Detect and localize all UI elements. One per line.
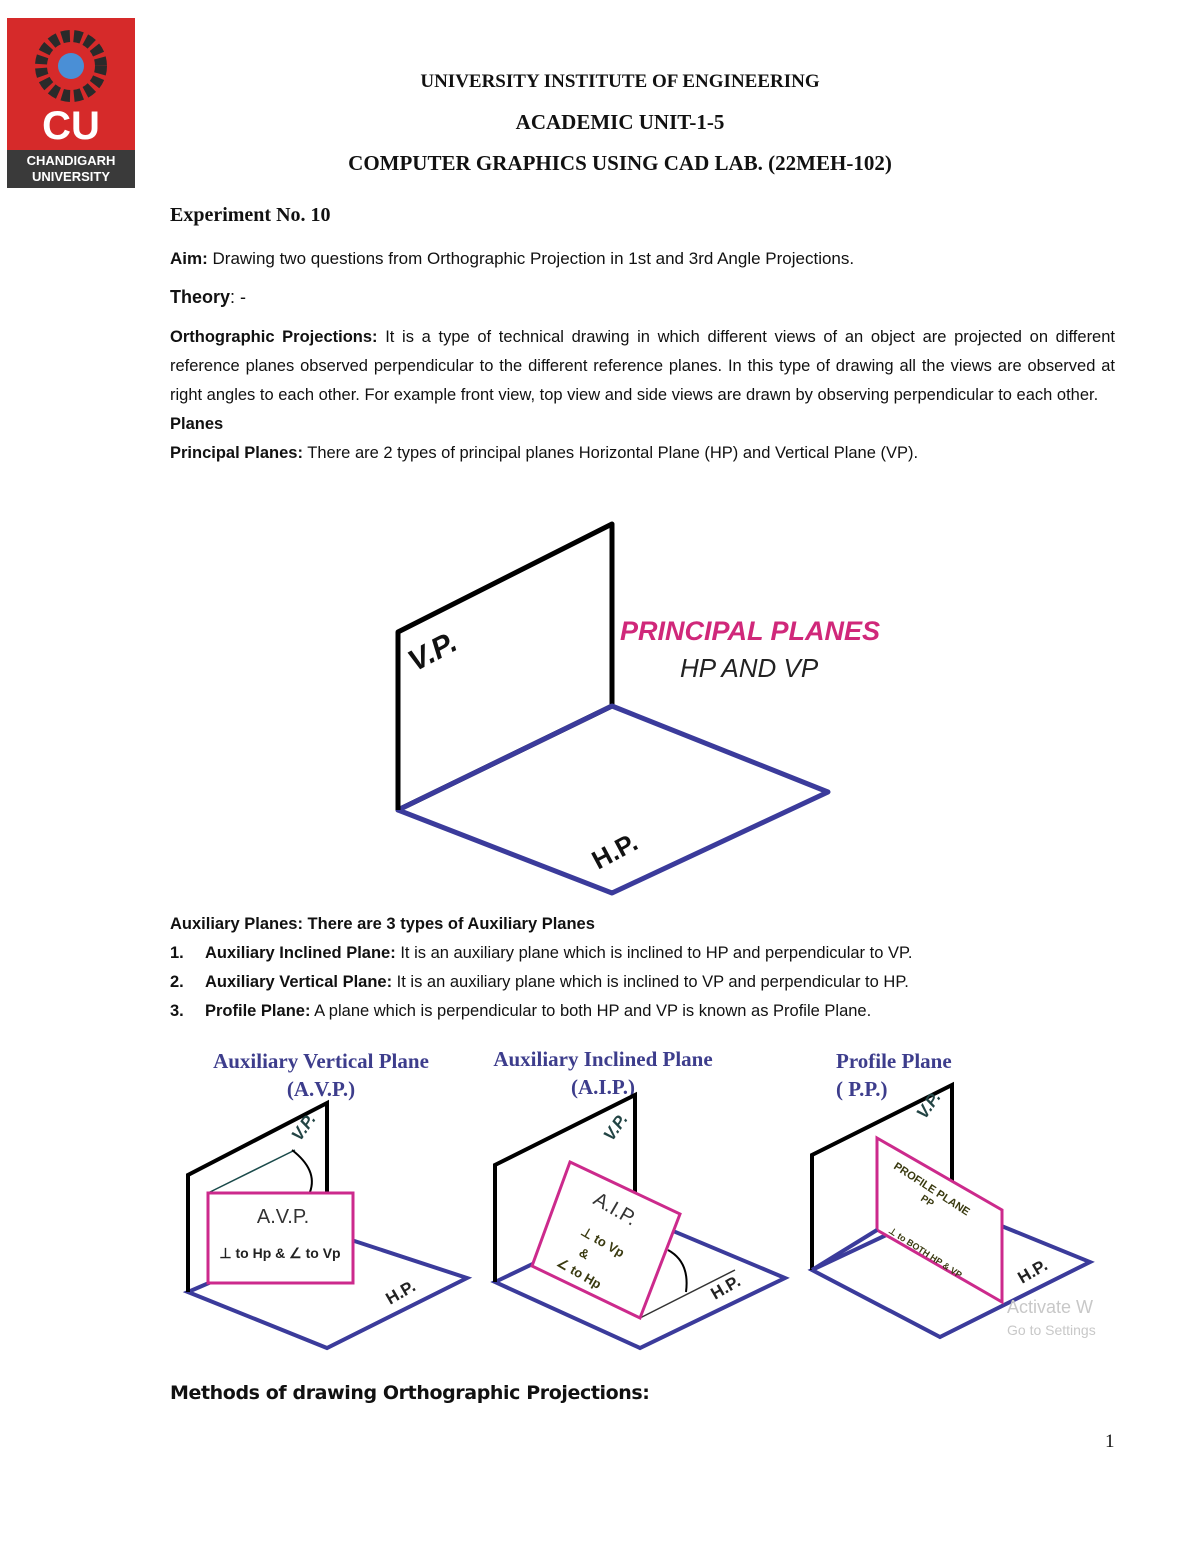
- course-heading: COMPUTER GRAPHICS USING CAD LAB. (22MEH-…: [348, 151, 892, 175]
- item-number: 1.: [170, 944, 184, 962]
- figure-line: [291, 1149, 313, 1193]
- figure-label: V.P.: [288, 1110, 320, 1144]
- pp-title-text: Profile Plane: [836, 1049, 952, 1073]
- methods-heading: Methods of drawing Orthographic Projecti…: [170, 1382, 650, 1404]
- figure-line: [58, 53, 84, 79]
- figure-line: [810, 1081, 954, 1270]
- planes-label: Planes: [170, 415, 224, 433]
- aim-text: Drawing two questions from Orthographic …: [207, 249, 855, 268]
- figure-line: [207, 1149, 296, 1194]
- page-number: 1: [1105, 1431, 1115, 1452]
- principal-text: There are 2 types of principal planes Ho…: [302, 444, 919, 462]
- avp-abbr: (A.V.P.): [286, 1077, 356, 1101]
- unit-heading: ACADEMIC UNIT-1-5: [515, 110, 725, 134]
- figure-label: V.P.: [600, 1110, 632, 1144]
- figure1-subtitle: HP AND VP: [680, 653, 819, 683]
- figure-line: [530, 1159, 682, 1321]
- figure-label: A.V.P.: [257, 1206, 309, 1228]
- orthographic-paragraph: Orthographic Projections: It is a type o…: [170, 323, 1115, 410]
- auxiliary-heading-text: Auxiliary Planes: There are 3 types of A…: [170, 915, 595, 933]
- principal-label: Principal Planes:: [170, 444, 303, 462]
- aim-paragraph: Aim: Drawing two questions from Orthogra…: [170, 244, 1115, 273]
- logo-name-line1: CHANDIGARH: [26, 153, 116, 168]
- horizontal-plane: [395, 703, 831, 896]
- logo-name-line2: UNIVERSITY: [31, 169, 110, 184]
- logo-emblem-icon: [35, 30, 107, 102]
- pp-title: Profile Plane ( P.P.): [836, 1047, 952, 1103]
- item-text: It is an auxiliary plane which is inclin…: [395, 944, 913, 962]
- item-text: A plane which is perpendicular to both H…: [310, 1002, 872, 1020]
- auxiliary-item: 1. Auxiliary Inclined Plane: It is an aux…: [170, 939, 1115, 968]
- logo-text: CU: [42, 104, 100, 148]
- figure-line: [667, 1249, 688, 1293]
- figure-line: [639, 1269, 736, 1319]
- experiment-title: Experiment No. 10: [170, 204, 331, 226]
- logo-band: CHANDIGARH UNIVERSITY: [7, 150, 135, 188]
- item-label: Auxiliary Inclined Plane:: [205, 944, 396, 962]
- auxiliary-heading: Auxiliary Planes: There are 3 types of A…: [170, 910, 1115, 939]
- theory-heading: Theory: -: [170, 283, 1115, 312]
- chandigarh-university-logo: CU CHANDIGARH UNIVERSITY: [7, 18, 135, 188]
- watermark-line1: Activate W: [1007, 1297, 1093, 1317]
- figure-line: [206, 1191, 355, 1285]
- figure1-title: PRINCIPAL PLANES: [620, 616, 880, 646]
- ortho-label: Orthographic Projections:: [170, 328, 378, 346]
- watermark-line2: Go to Settings: [1007, 1322, 1096, 1338]
- pp-abbr: ( P.P.): [836, 1077, 888, 1101]
- avp-diagram: A.V.P. ⊥ to Hp & ∠ to Vp V.P. H.P.: [182, 1099, 473, 1351]
- item-number: 3.: [170, 1002, 184, 1020]
- aip-title: Auxiliary Inclined Plane (A.I.P.): [472, 1045, 734, 1101]
- avp-title: Auxiliary Vertical Plane (A.V.P.): [190, 1047, 452, 1103]
- figure-line: [493, 1091, 637, 1282]
- aim-label: Aim:: [170, 249, 208, 268]
- theory-body: Orthographic Projections: It is a type o…: [170, 323, 1115, 468]
- item-label: Auxiliary Vertical Plane:: [205, 973, 393, 991]
- figure-line: [35, 30, 107, 102]
- institute-heading: UNIVERSITY INSTITUTE OF ENGINEERING: [420, 71, 820, 92]
- auxiliary-item: 3. Profile Plane: A plane which is perpen…: [170, 997, 1115, 1026]
- ortho-text: It is a type of technical drawing in whi…: [170, 328, 1115, 404]
- item-text: It is an auxiliary plane which is inclin…: [392, 973, 909, 991]
- theory-label: Theory: [170, 287, 231, 307]
- theory-suffix: : -: [230, 287, 247, 307]
- avp-title-text: Auxiliary Vertical Plane: [213, 1049, 429, 1073]
- principal-paragraph: Principal Planes: There are 2 types of p…: [170, 439, 1115, 468]
- figure-line: [875, 1135, 1004, 1305]
- item-label: Profile Plane:: [205, 1002, 311, 1020]
- aip-diagram: A.I.P. ⊥ to Vp & ∠ to Hp V.P. H.P.: [490, 1091, 790, 1351]
- figure-line: [186, 1099, 329, 1292]
- planes-heading: Planes: [170, 410, 1115, 439]
- figure-line: [810, 1228, 879, 1272]
- figure-label: ⊥ to Hp & ∠ to Vp: [219, 1245, 340, 1261]
- auxiliary-item: 2. Auxiliary Vertical Plane: It is an aux…: [170, 968, 1115, 997]
- aip-title-text: Auxiliary Inclined Plane: [493, 1047, 713, 1071]
- item-number: 2.: [170, 973, 184, 991]
- auxiliary-list: 1. Auxiliary Inclined Plane: It is an aux…: [170, 939, 1115, 1026]
- aip-abbr: (A.I.P.): [571, 1075, 635, 1099]
